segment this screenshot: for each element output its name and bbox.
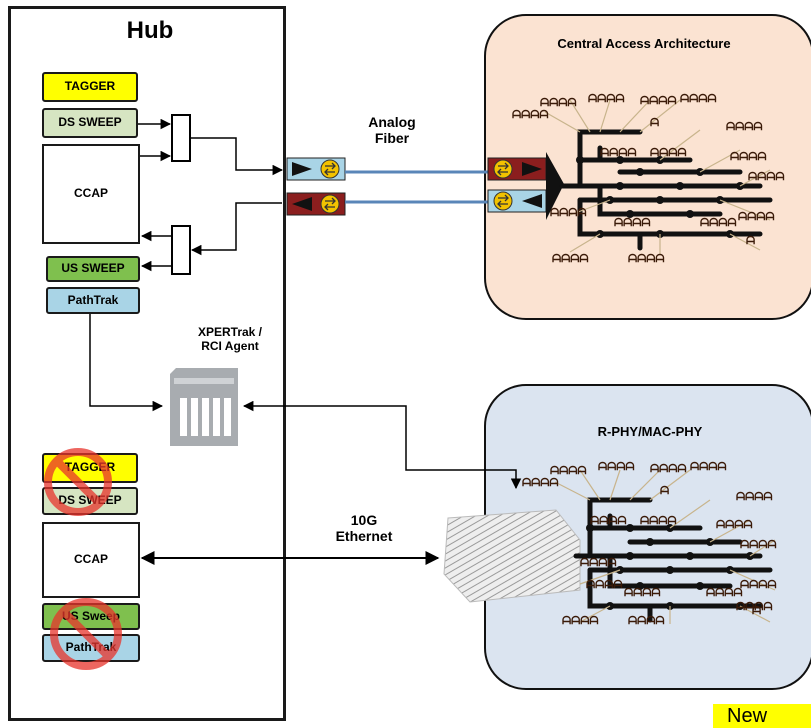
hub-title: Hub [126, 17, 174, 45]
central-access-title: Central Access Architecture [557, 35, 731, 51]
server-icon [170, 368, 238, 446]
svg-text:ᗩᗩᗩᗩ: ᗩᗩᗩᗩ [640, 514, 677, 527]
svg-text:ᗩᗩᗩᗩ: ᗩᗩᗩᗩ [550, 206, 587, 219]
svg-text:ᗩᗩᗩᗩ: ᗩᗩᗩᗩ [730, 150, 767, 163]
svg-text:ᗩᗩᗩᗩ: ᗩᗩᗩᗩ [512, 108, 549, 121]
svg-text:ᗩᗩᗩᗩ: ᗩᗩᗩᗩ [624, 586, 661, 599]
svg-text:ᗩ: ᗩ [752, 604, 761, 617]
svg-text:ᗩᗩᗩᗩ: ᗩᗩᗩᗩ [522, 476, 559, 489]
us-sweep-box: US SWEEP [46, 256, 140, 282]
ds-sweep-box: DS SWEEP [42, 108, 138, 138]
lower-ccap-box: CCAP [42, 522, 140, 598]
prohibit-icon-taggers [44, 448, 112, 516]
svg-text:ᗩᗩᗩᗩ: ᗩᗩᗩᗩ [736, 600, 773, 613]
svg-text:ᗩᗩᗩᗩ: ᗩᗩᗩᗩ [650, 462, 687, 475]
hub-optics [286, 157, 346, 216]
tagger-box: TAGGER [42, 72, 138, 102]
svg-text:ᗩᗩᗩᗩ: ᗩᗩᗩᗩ [738, 210, 775, 223]
ds-combiner [138, 114, 284, 176]
svg-text:ᗩᗩᗩᗩ: ᗩᗩᗩᗩ [736, 490, 773, 503]
svg-text:ᗩ: ᗩ [746, 234, 755, 247]
svg-text:ᗩᗩᗩᗩ: ᗩᗩᗩᗩ [716, 518, 753, 531]
us-splitter [140, 202, 282, 275]
rphy-device-icon [443, 509, 581, 603]
prohibit-icon-sweep [50, 598, 122, 670]
svg-text:ᗩᗩᗩᗩ: ᗩᗩᗩᗩ [588, 92, 625, 105]
svg-text:ᗩᗩᗩᗩ: ᗩᗩᗩᗩ [590, 514, 627, 527]
svg-text:ᗩ: ᗩ [650, 116, 659, 129]
svg-text:ᗩᗩᗩᗩ: ᗩᗩᗩᗩ [540, 96, 577, 109]
analog-fiber-label: Analog Fiber [368, 113, 416, 146]
agent-to-rphy-arrow [242, 400, 522, 490]
svg-text:ᗩᗩᗩᗩ: ᗩᗩᗩᗩ [680, 92, 717, 105]
new-tag: New [713, 704, 811, 728]
svg-text:ᗩᗩᗩᗩ: ᗩᗩᗩᗩ [628, 614, 665, 627]
svg-text:ᗩᗩᗩᗩ: ᗩᗩᗩᗩ [650, 146, 687, 159]
rphy-drop-lines [554, 469, 776, 624]
svg-text:ᗩᗩᗩᗩ: ᗩᗩᗩᗩ [598, 460, 635, 473]
svg-text:ᗩᗩᗩᗩ: ᗩᗩᗩᗩ [706, 586, 743, 599]
svg-text:ᗩᗩᗩᗩ: ᗩᗩᗩᗩ [690, 460, 727, 473]
svg-text:ᗩᗩᗩᗩ: ᗩᗩᗩᗩ [628, 252, 665, 265]
svg-text:ᗩᗩᗩᗩ: ᗩᗩᗩᗩ [740, 578, 777, 591]
svg-text:ᗩᗩᗩᗩ: ᗩᗩᗩᗩ [550, 464, 587, 477]
svg-text:ᗩᗩᗩᗩ: ᗩᗩᗩᗩ [700, 216, 737, 229]
svg-text:ᗩᗩᗩᗩ: ᗩᗩᗩᗩ [586, 578, 623, 591]
central-drop-lines [544, 99, 771, 254]
svg-text:ᗩᗩᗩᗩ: ᗩᗩᗩᗩ [614, 216, 651, 229]
pathtrak-box: PathTrak [46, 287, 140, 314]
svg-text:ᗩ: ᗩ [660, 484, 669, 497]
svg-text:ᗩᗩᗩᗩ: ᗩᗩᗩᗩ [640, 94, 677, 107]
svg-text:ᗩᗩᗩᗩ: ᗩᗩᗩᗩ [748, 170, 785, 183]
xpertrak-agent-label: XPERTrak / RCI Agent [197, 325, 263, 353]
svg-text:ᗩᗩᗩᗩ: ᗩᗩᗩᗩ [726, 120, 763, 133]
pathtrak-to-agent-arrow [89, 314, 164, 412]
hub-frame [8, 6, 286, 721]
ethernet-label: 10G Ethernet [335, 511, 393, 544]
node-optics [487, 157, 547, 213]
ccap-box: CCAP [42, 144, 140, 244]
rphy-title: R-PHY/MAC-PHY [597, 423, 703, 439]
svg-text:ᗩᗩᗩᗩ: ᗩᗩᗩᗩ [552, 252, 589, 265]
svg-text:ᗩᗩᗩᗩ: ᗩᗩᗩᗩ [600, 146, 637, 159]
svg-text:ᗩᗩᗩᗩ: ᗩᗩᗩᗩ [580, 556, 617, 569]
svg-text:ᗩᗩᗩᗩ: ᗩᗩᗩᗩ [740, 538, 777, 551]
svg-text:ᗩᗩᗩᗩ: ᗩᗩᗩᗩ [562, 614, 599, 627]
